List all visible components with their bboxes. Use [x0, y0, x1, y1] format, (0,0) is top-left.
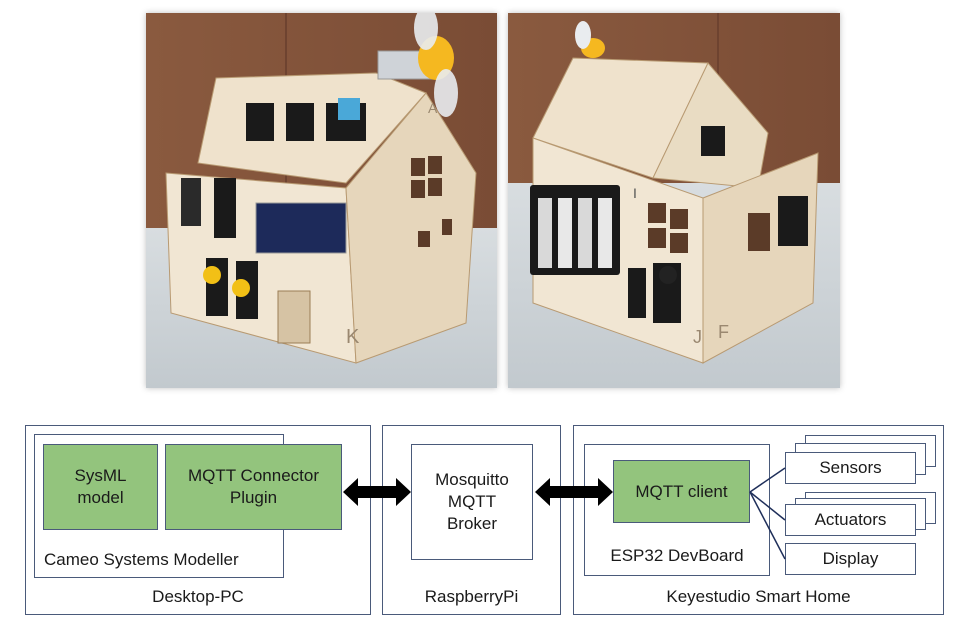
desktop-pc-label: Desktop-PC	[152, 587, 244, 606]
smart-home-label: Keyestudio Smart Home	[666, 587, 851, 606]
smart-home-photo-back: J F I	[508, 13, 840, 388]
sensors-block: Sensors	[785, 452, 916, 484]
mqtt-client-label: MQTT client	[635, 481, 728, 501]
broker-line2: MQTT	[447, 492, 497, 511]
svg-text:F: F	[718, 322, 729, 342]
smart-home-photo-front: K A	[146, 13, 497, 388]
svg-text:A: A	[428, 100, 438, 116]
esp32-label: ESP32 DevBoard	[610, 546, 744, 565]
svg-text:I: I	[633, 185, 637, 201]
mqtt-client-block: MQTT client	[613, 460, 750, 523]
svg-text:K: K	[346, 326, 360, 348]
svg-text:J: J	[693, 327, 702, 347]
plugin-line2: Plugin	[229, 488, 278, 507]
display-label: Display	[822, 549, 879, 568]
sensors-label: Sensors	[819, 458, 882, 477]
smart-home-front-image: K A	[146, 13, 497, 388]
smart-home-back-image: J F I	[508, 13, 840, 388]
raspberrypi-label: RaspberryPi	[424, 587, 519, 606]
mosquitto-broker-block: Mosquitto MQTT Broker	[411, 444, 533, 560]
broker-line1: Mosquitto	[435, 470, 509, 489]
sysml-line1: SysML	[74, 466, 127, 485]
sysml-model-block: SysML model	[43, 444, 158, 530]
sysml-line2: model	[77, 488, 124, 507]
cameo-label: Cameo Systems Modeller	[44, 550, 239, 569]
actuators-label: Actuators	[814, 510, 887, 529]
broker-line3: Broker	[446, 514, 498, 533]
display-block: Display	[785, 543, 916, 575]
plugin-line1: MQTT Connector	[187, 466, 319, 485]
mqtt-connector-plugin-block: MQTT Connector Plugin	[165, 444, 342, 530]
actuators-block: Actuators	[785, 504, 916, 536]
